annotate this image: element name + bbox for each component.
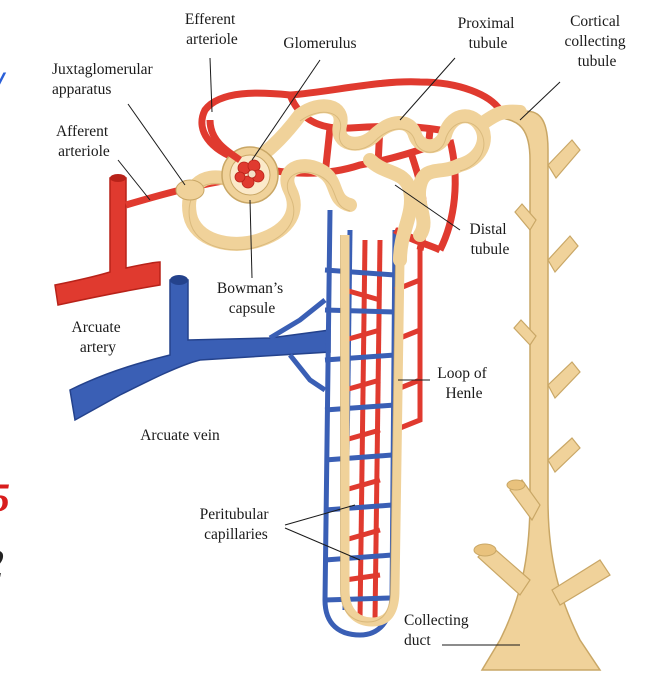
leader-juxtaglomerular-apparatus — [128, 104, 185, 185]
label-collecting-duct: Collecting duct — [404, 612, 472, 649]
juxtaglomerular-apparatus — [176, 180, 204, 200]
label-bowmans-capsule: Bowman’s capsule — [217, 280, 287, 317]
label-efferent-arteriole: Efferent arteriole — [185, 11, 239, 48]
edge-glyph-red-2: 5 — [0, 478, 10, 518]
label-proximal-tubule: Proximal tubule — [458, 15, 519, 52]
label-distal-tubule: Distal tubule — [470, 221, 511, 258]
label-loop-of-henle: Loop of Henle — [437, 365, 490, 402]
collecting-duct — [474, 111, 610, 670]
label-cortical-collecting-tubule: Cortical collecting tubule — [565, 13, 630, 70]
label-arcuate-vein: Arcuate vein — [140, 427, 220, 444]
leader-proximal-tubule — [400, 58, 455, 120]
label-arcuate-artery: Arcuate artery — [72, 319, 125, 356]
edge-glyph-dark: 2 — [0, 544, 4, 584]
arcuate-artery — [55, 174, 160, 305]
label-juxtaglomerular-apparatus: Juxtaglomerular apparatus — [52, 61, 157, 98]
label-glomerulus: Glomerulus — [283, 35, 356, 52]
label-peritubular-capillaries: Peritubular capillaries — [200, 506, 273, 543]
leader-cortical-collecting-tubule — [520, 82, 560, 120]
label-afferent-arteriole: Afferent arteriole — [56, 123, 112, 160]
edge-glyph-blue: / — [0, 66, 3, 106]
